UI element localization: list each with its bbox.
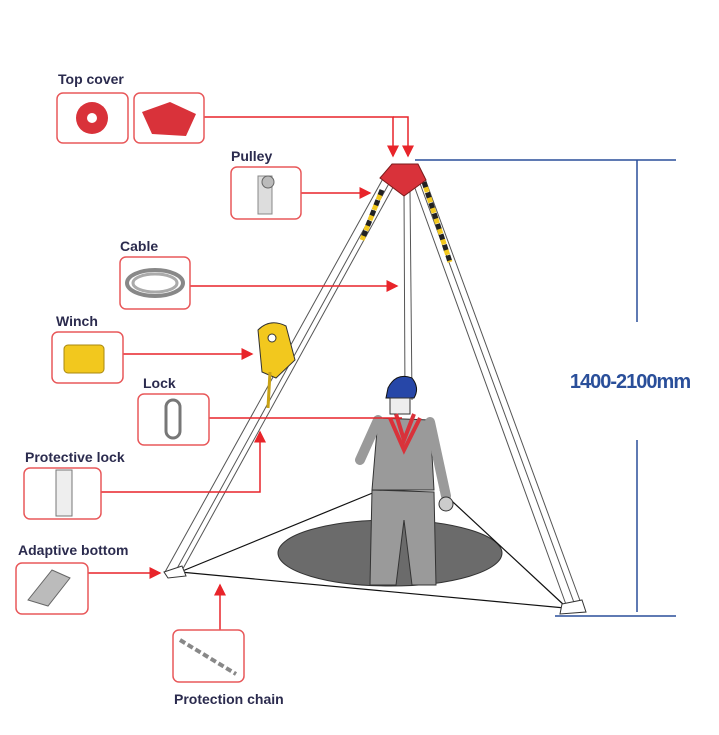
label-winch: Winch — [56, 313, 98, 329]
tripod-legs — [163, 174, 587, 615]
top-cover-head — [379, 163, 427, 197]
label-top-cover: Top cover — [58, 71, 124, 87]
label-protective-lock: Protective lock — [25, 449, 125, 465]
label-adaptive-bottom: Adaptive bottom — [18, 542, 128, 558]
worker — [355, 375, 454, 586]
label-pulley: Pulley — [231, 148, 272, 164]
top-cover-image-1 — [56, 92, 129, 144]
label-protection-chain: Protection chain — [174, 691, 284, 707]
protection-chain-image — [172, 629, 245, 683]
winch-image — [51, 331, 124, 384]
protective-lock-image — [23, 467, 102, 520]
pulley-image — [230, 166, 302, 220]
cable-image — [119, 256, 191, 310]
height-range-label: 1400-2100mm — [570, 371, 690, 393]
label-cable: Cable — [120, 238, 158, 254]
top-cover-image-2 — [133, 92, 205, 144]
leader-lines — [88, 116, 414, 630]
adaptive-bottom-image — [15, 562, 89, 615]
height-dimension — [415, 159, 676, 617]
lock-image — [137, 393, 210, 446]
label-lock: Lock — [143, 375, 176, 391]
protection-chain-triangle — [179, 489, 566, 609]
winch-on-tripod — [257, 322, 296, 409]
